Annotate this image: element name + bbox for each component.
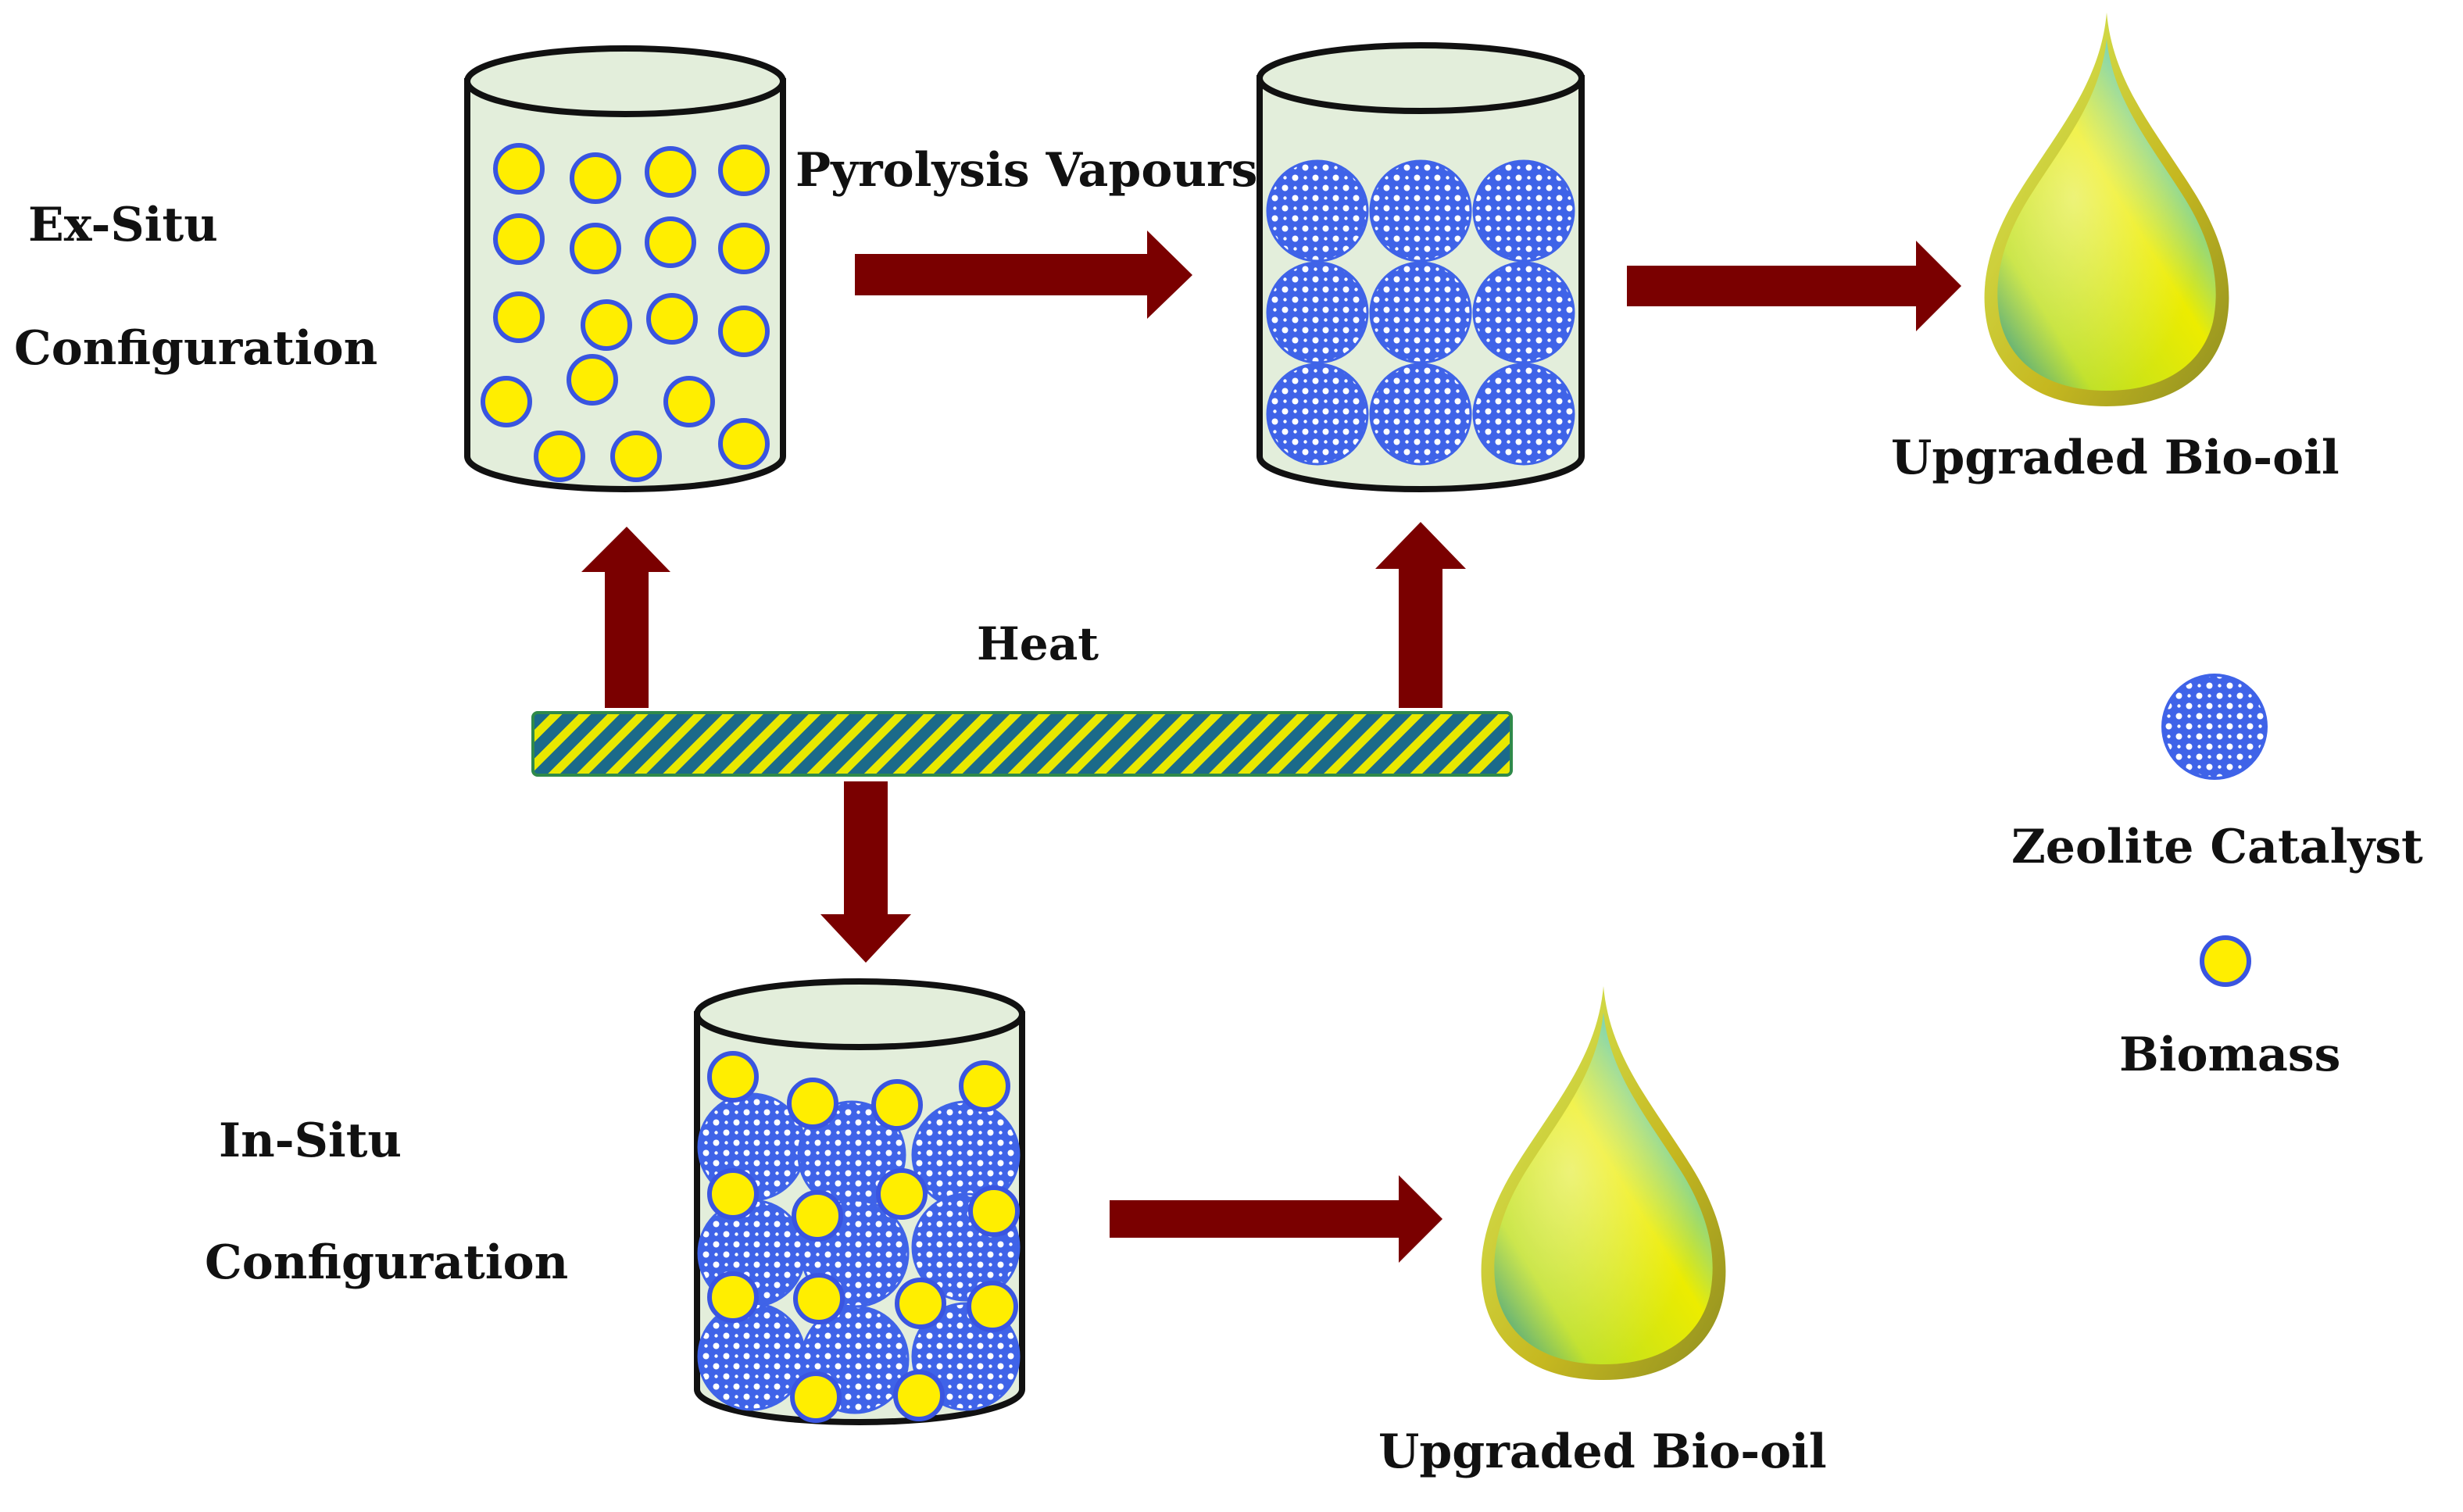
biomass-particle xyxy=(968,1185,1020,1237)
zeolite-catalyst-particle xyxy=(1472,261,1575,364)
biomass-particle xyxy=(718,145,770,196)
zeolite-catalyst-particle xyxy=(1369,363,1472,466)
in-situ-reactor xyxy=(694,978,1025,1425)
zeolite-catalyst-legend-label: Zeolite Catalyst xyxy=(2011,820,2423,874)
zeolite-catalyst-particle xyxy=(1266,159,1369,263)
biomass-particle xyxy=(493,213,545,265)
ex-situ-biomass-reactor xyxy=(464,45,786,492)
biomass-particle xyxy=(610,431,662,482)
biomass-particle xyxy=(793,1273,845,1324)
upgraded-bio-oil-drop-bottom xyxy=(1481,986,1726,1380)
biomass-particle xyxy=(718,306,770,357)
biomass-particle xyxy=(792,1190,843,1242)
heat-to-catalyst-reactor-arrow xyxy=(1375,522,1466,708)
heat-source-bar xyxy=(531,711,1513,777)
biomass-particle xyxy=(790,1371,842,1423)
in-situ-configuration-label: Configuration xyxy=(205,1235,568,1290)
biomass-legend-label: Biomass xyxy=(2119,1028,2340,1082)
bio-oil-bottom-label: Upgraded Bio-oil xyxy=(1378,1424,1827,1479)
zeolite-catalyst-particle xyxy=(1472,363,1575,466)
process-arrows xyxy=(581,231,1961,1263)
biomass-particle xyxy=(534,431,585,482)
reactor-top xyxy=(464,45,786,117)
biomass-particle xyxy=(646,293,698,345)
bio-oil-top-label: Upgraded Bio-oil xyxy=(1891,431,2340,485)
biomass-particle xyxy=(493,143,545,195)
zeolite-catalyst-particle xyxy=(1472,159,1575,263)
biomass-particles xyxy=(707,1051,1020,1423)
biomass-particle xyxy=(967,1281,1018,1332)
biomass-particle xyxy=(876,1168,928,1220)
zeolite-catalyst-particle xyxy=(1266,363,1369,466)
in-situ-label: In-Situ xyxy=(219,1113,402,1168)
biomass-legend-icon xyxy=(2200,935,2251,987)
biomass-particle xyxy=(893,1370,945,1421)
biomass-particle xyxy=(570,152,621,204)
zeolite-catalyst-particle xyxy=(1266,261,1369,364)
biomass-particle xyxy=(493,291,545,343)
in-situ-to-bio-oil-arrow xyxy=(1110,1175,1442,1263)
biomass-particles xyxy=(481,143,770,482)
pyrolysis-vapours-arrow xyxy=(855,231,1192,319)
catalyst-bed xyxy=(697,1092,1021,1414)
ex-situ-label: Ex-Situ xyxy=(28,198,218,252)
ex-situ-catalyst-reactor xyxy=(1257,42,1585,492)
heat-to-in-situ-reactor-arrow xyxy=(820,781,911,963)
biomass-particle xyxy=(707,1271,759,1323)
biomass-particle xyxy=(871,1079,923,1131)
reactor-top xyxy=(1257,42,1585,114)
zeolite-catalyst-particle xyxy=(1369,159,1472,263)
catalyst-to-bio-oil-arrow xyxy=(1627,241,1961,331)
heat-label: Heat xyxy=(977,617,1099,670)
biomass-particle xyxy=(567,354,618,406)
biomass-particle xyxy=(570,223,621,274)
biomass-particle xyxy=(481,376,532,427)
upgraded-bio-oil-drop-top xyxy=(1984,13,2229,406)
biomass-particle xyxy=(663,376,715,427)
biomass-particle xyxy=(718,418,770,470)
catalyst-bed xyxy=(1266,159,1575,466)
pyrolysis-vapours-label: Pyrolysis Vapours xyxy=(795,143,1257,198)
biomass-particle xyxy=(718,223,770,274)
zeolite-catalyst-particle xyxy=(697,1302,806,1411)
biomass-particle xyxy=(959,1060,1010,1112)
biomass-particle xyxy=(581,299,632,351)
biomass-particle xyxy=(787,1078,838,1129)
reactor-top xyxy=(694,978,1025,1050)
zeolite-catalyst-particle xyxy=(1369,261,1472,364)
biomass-particle xyxy=(645,216,696,268)
biomass-particle xyxy=(707,1168,759,1220)
biomass-particle xyxy=(707,1051,759,1103)
zeolite-catalyst-legend-icon xyxy=(2161,674,2268,780)
heat-to-ex-situ-reactor-arrow xyxy=(581,527,670,708)
biomass-particle xyxy=(645,146,696,198)
biomass-particle xyxy=(895,1278,946,1329)
ex-situ-configuration-label: Configuration xyxy=(14,321,377,376)
